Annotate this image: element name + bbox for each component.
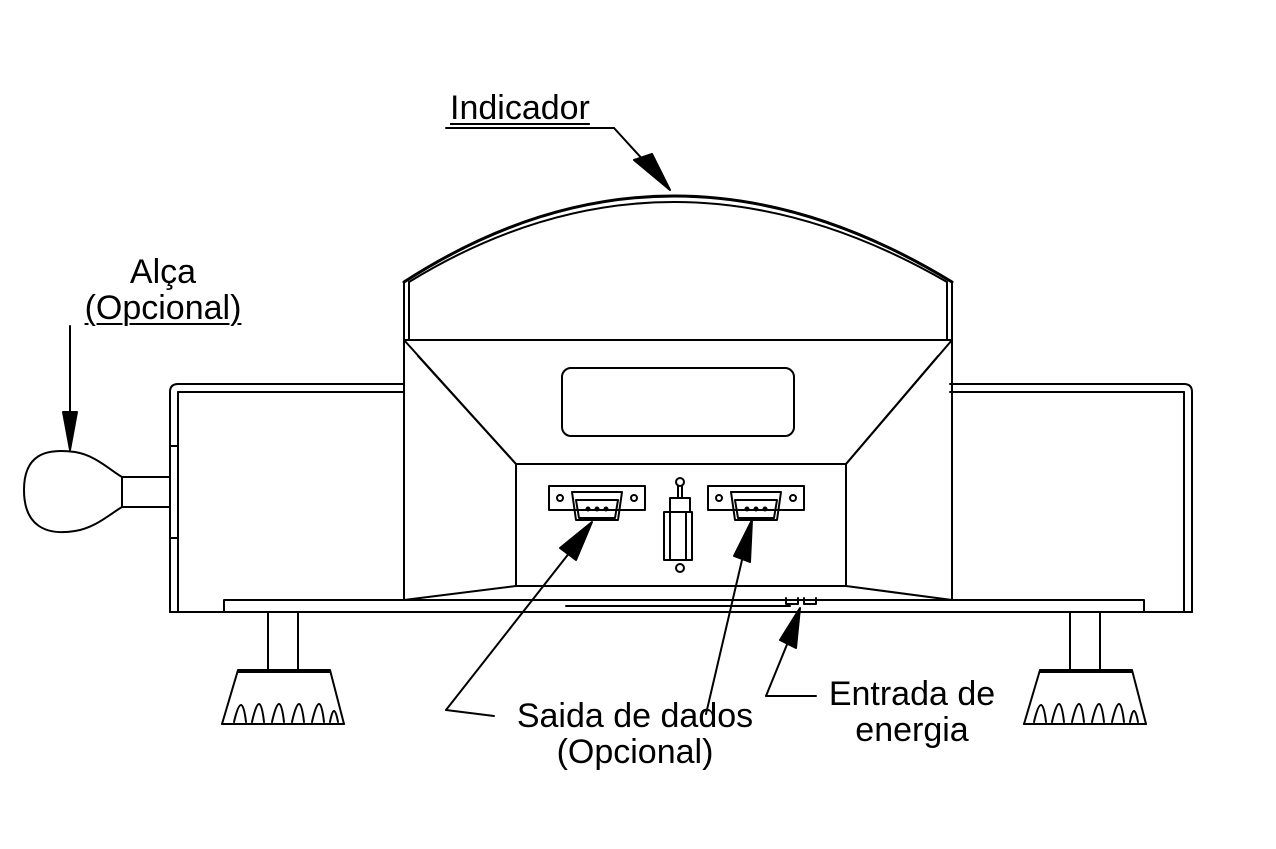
- label-alca-line2: (Opcional): [84, 289, 242, 327]
- label-saida: Saida de dados (Opcional): [490, 698, 780, 770]
- leader-alca: [63, 326, 77, 450]
- label-entrada: Entrada de energia: [812, 676, 1012, 748]
- handle: [24, 446, 178, 538]
- label-saida-line1: Saida de dados: [516, 697, 754, 735]
- foot-left: [222, 612, 344, 724]
- data-connector-right: [708, 486, 804, 520]
- data-connector-left: [549, 486, 645, 520]
- label-alca-line1: Alça: [129, 253, 197, 291]
- base-plate: [224, 600, 1144, 612]
- indicator-dome: [404, 196, 952, 340]
- indicator-body: [404, 340, 952, 600]
- display-window: [562, 368, 794, 436]
- label-alca: Alça (Opcional): [60, 254, 266, 326]
- right-housing: [950, 384, 1192, 612]
- label-indicador: Indicador: [450, 89, 590, 127]
- leader-entrada: [766, 608, 816, 696]
- power-switch: [664, 478, 692, 572]
- label-entrada-line2: energia: [855, 711, 969, 749]
- foot-right: [1024, 612, 1146, 724]
- left-housing: [170, 384, 404, 612]
- leader-saida: [446, 520, 752, 716]
- leader-indicador: [446, 128, 670, 190]
- label-entrada-line1: Entrada de: [828, 675, 996, 713]
- label-saida-line2: (Opcional): [556, 733, 714, 771]
- power-inlet: [786, 598, 816, 604]
